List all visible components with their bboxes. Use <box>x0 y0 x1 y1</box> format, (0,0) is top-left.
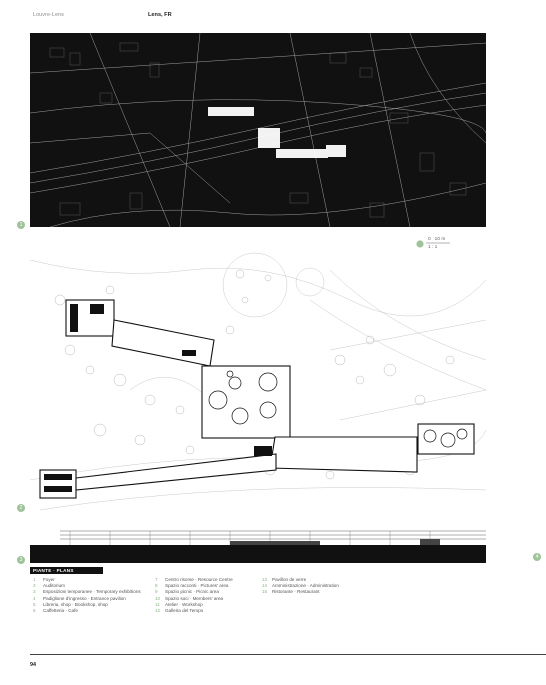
building-section <box>30 525 486 563</box>
running-header-section: Louvre-Lens <box>33 12 65 18</box>
site-plan-map <box>29 32 487 228</box>
site-plan-drawing <box>29 32 487 228</box>
reference-marker-side: 4 <box>533 553 541 561</box>
scale-values: 0 10 m <box>428 237 446 242</box>
reference-marker-section: 3 <box>17 556 25 564</box>
scale-ratio: 1 : 1 <box>428 245 438 250</box>
reference-marker-plan: 2 <box>17 504 25 512</box>
scale-bar <box>416 240 450 248</box>
section-drawing <box>30 530 486 563</box>
ground-floor-plan <box>29 240 487 514</box>
footer-divider <box>30 654 546 655</box>
running-header-location: Lens, FR <box>148 12 172 18</box>
legend-title: PIANTE · PLANS <box>30 567 103 574</box>
page-number: 94 <box>30 662 36 668</box>
plan-drawing <box>29 252 487 511</box>
reference-marker-site-map: 1 <box>17 221 25 229</box>
